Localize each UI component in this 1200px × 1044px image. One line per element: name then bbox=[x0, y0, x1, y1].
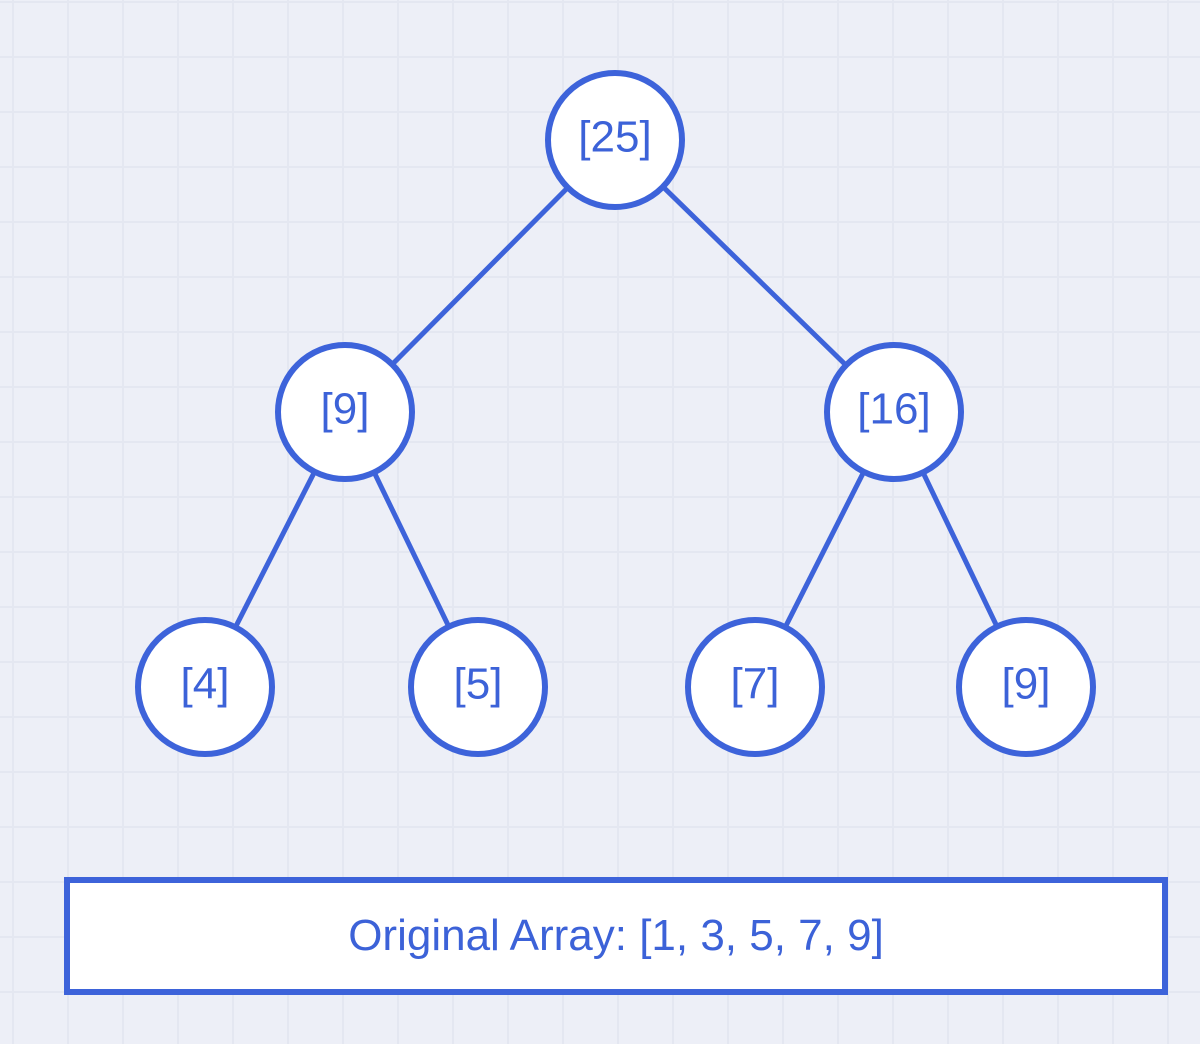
tree-node-circle-left-right bbox=[408, 617, 548, 757]
tree-node-label-right-right: [9] bbox=[1002, 660, 1051, 709]
tree-node-circle-left bbox=[275, 342, 415, 482]
original-array-label: Original Array: [1, 3, 5, 7, 9] bbox=[348, 911, 884, 960]
tree-node-label-root: [25] bbox=[578, 113, 651, 162]
tree-node-circle-right bbox=[824, 342, 964, 482]
original-array-box: Original Array: [1, 3, 5, 7, 9] bbox=[64, 877, 1168, 995]
tree-node-circle-left-left bbox=[135, 617, 275, 757]
tree-node-left: [9] bbox=[275, 342, 415, 482]
tree-node-left-right: [5] bbox=[408, 617, 548, 757]
tree-node-label-left-left: [4] bbox=[181, 660, 230, 709]
tree-node-circle-root bbox=[545, 70, 685, 210]
tree-node-right: [16] bbox=[824, 342, 964, 482]
tree-node-circle-right-right bbox=[956, 617, 1096, 757]
tree-node-label-left: [9] bbox=[321, 385, 370, 434]
tree-node-right-right: [9] bbox=[956, 617, 1096, 757]
tree-node-label-left-right: [5] bbox=[454, 660, 503, 709]
tree-node-left-left: [4] bbox=[135, 617, 275, 757]
tree-node-root: [25] bbox=[545, 70, 685, 210]
tree-node-label-right: [16] bbox=[857, 385, 930, 434]
tree-node-right-left: [7] bbox=[685, 617, 825, 757]
tree-node-circle-right-left bbox=[685, 617, 825, 757]
tree-node-label-right-left: [7] bbox=[731, 660, 780, 709]
